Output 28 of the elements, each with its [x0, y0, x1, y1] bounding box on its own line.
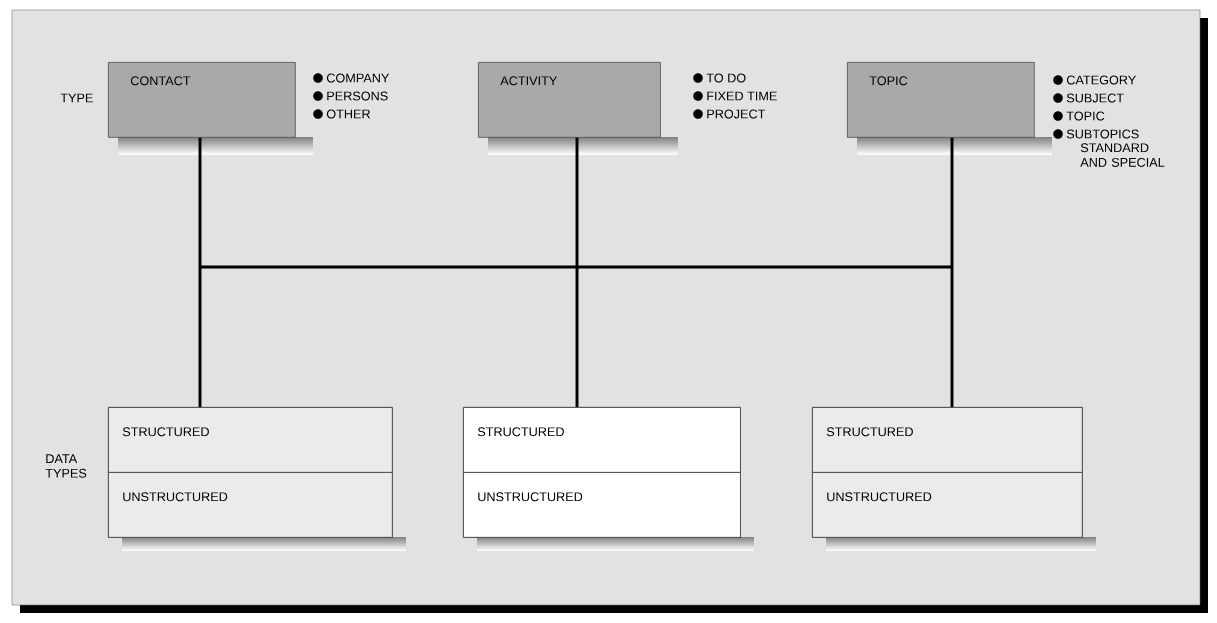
- data-box: [463, 407, 741, 538]
- entity-box: CONTACT: [108, 62, 296, 138]
- connector-line: [950, 137, 954, 407]
- connector-line: [198, 137, 202, 407]
- bullet-item: PERSONS: [313, 91, 388, 101]
- bullet-item: TOPIC: [1053, 111, 1105, 121]
- side-label: DATA TYPES: [45, 454, 87, 478]
- bullet-item: TO DO: [693, 73, 746, 83]
- compartment: STRUCTURED: [463, 407, 741, 473]
- compartment: UNSTRUCTURED: [812, 472, 1083, 538]
- bullet-item: SUBJECT: [1053, 93, 1124, 103]
- bullet-item: COMPANY: [313, 73, 390, 83]
- entity-box: ACTIVITY: [478, 62, 661, 138]
- side-label: TYPE: [60, 93, 93, 103]
- compartment: UNSTRUCTURED: [463, 472, 741, 538]
- list-note: STANDARD AND SPECIAL: [1080, 143, 1165, 167]
- bullet-item: FIXED TIME: [693, 91, 777, 101]
- compartment: STRUCTURED: [108, 407, 393, 473]
- entity-box: TOPIC: [847, 62, 1035, 138]
- bullet-item: PROJECT: [693, 109, 766, 119]
- data-box: [812, 407, 1083, 538]
- connector-line: [575, 137, 579, 407]
- bullet-item: SUBTOPICS: [1053, 129, 1139, 139]
- bullet-item: OTHER: [313, 109, 371, 119]
- compartment: UNSTRUCTURED: [108, 472, 393, 538]
- bullet-item: CATEGORY: [1053, 75, 1136, 85]
- data-box: [108, 407, 393, 538]
- compartment: STRUCTURED: [812, 407, 1083, 473]
